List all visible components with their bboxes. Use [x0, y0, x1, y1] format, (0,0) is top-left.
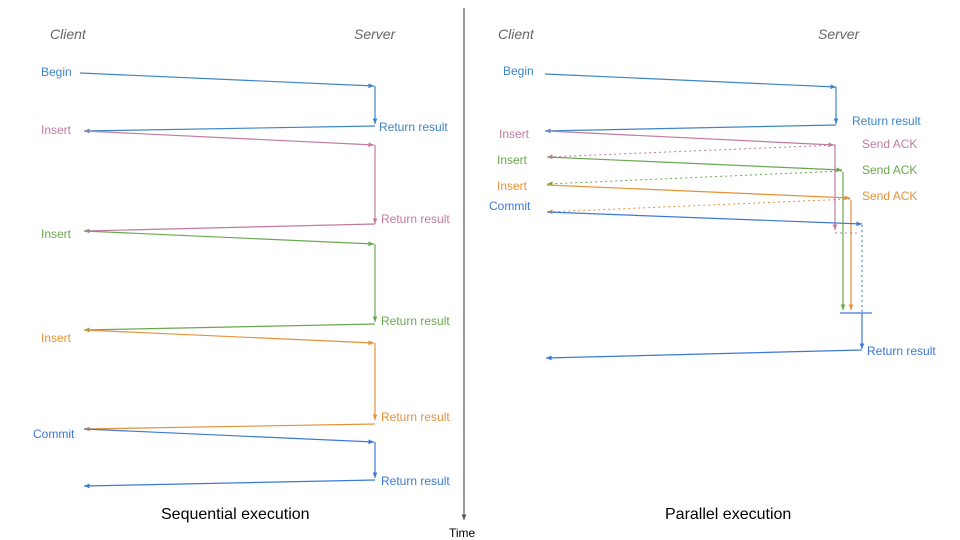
par-ack-arrow: [546, 198, 851, 215]
time-axis-label: Time: [449, 526, 476, 540]
par-caption: Parallel execution: [665, 506, 792, 523]
seq-reply-arrow: [83, 323, 376, 333]
par-ack-label: Send ACK: [862, 189, 918, 203]
seq-caption: Sequential execution: [161, 506, 310, 523]
par-commit-reply: [545, 349, 863, 361]
par-server-header: Server: [818, 26, 860, 42]
seq-process-arrow: [372, 343, 378, 420]
seq-request-arrow: [83, 230, 375, 247]
par-commit-arrow: [546, 211, 863, 227]
par-insert-arrow: [546, 130, 835, 148]
seq-request-arrow: [83, 130, 375, 148]
par-ack-arrow: [546, 170, 843, 187]
par-insert-process: [848, 200, 854, 310]
par-ack-arrow: [546, 144, 837, 160]
seq-return-label: Return result: [379, 120, 448, 134]
seq-client-header: Client: [50, 26, 86, 42]
par-insert-label: Insert: [497, 179, 528, 193]
par-insert-label: Insert: [497, 153, 528, 167]
par-ack-label: Send ACK: [862, 137, 918, 151]
par-begin-reply: [544, 124, 837, 134]
seq-reply-arrow: [83, 223, 376, 234]
seq-begin-label: Begin: [41, 65, 72, 79]
seq-return-label: Return result: [381, 314, 450, 328]
par-return-label: Return result: [867, 344, 936, 358]
seq-process-arrow: [372, 86, 378, 124]
seq-return-label: Return result: [381, 212, 450, 226]
seq-commit-label: Commit: [33, 427, 75, 441]
par-commit-process: [859, 313, 865, 349]
seq-return-label: Return result: [381, 474, 450, 488]
seq-insert-label: Insert: [41, 331, 72, 345]
par-insert-process: [832, 145, 838, 230]
par-ack-label: Send ACK: [862, 163, 918, 177]
seq-process-arrow: [372, 244, 378, 322]
seq-server-header: Server: [354, 26, 396, 42]
seq-request-arrow: [79, 72, 375, 89]
seq-process-arrow: [372, 145, 378, 224]
par-commit-label: Commit: [489, 199, 531, 213]
par-client-header: Client: [498, 26, 534, 42]
seq-return-label: Return result: [381, 410, 450, 424]
seq-request-arrow: [83, 329, 375, 346]
par-return-label: Return result: [852, 114, 921, 128]
time-axis: [461, 8, 467, 520]
par-insert-label: Insert: [499, 127, 530, 141]
par-begin-label: Begin: [503, 64, 534, 78]
par-insert-arrow: [546, 156, 843, 173]
seq-request-arrow: [83, 428, 375, 445]
seq-insert-label: Insert: [41, 123, 72, 137]
par-insert-process: [840, 172, 846, 310]
seq-insert-label: Insert: [41, 227, 72, 241]
seq-reply-arrow: [83, 423, 376, 432]
par-insert-arrow: [546, 184, 851, 201]
seq-reply-arrow: [83, 479, 376, 489]
seq-process-arrow: [372, 442, 378, 478]
par-begin-arrow: [544, 73, 837, 90]
seq-reply-arrow: [83, 125, 376, 134]
par-begin-process: [833, 87, 839, 124]
